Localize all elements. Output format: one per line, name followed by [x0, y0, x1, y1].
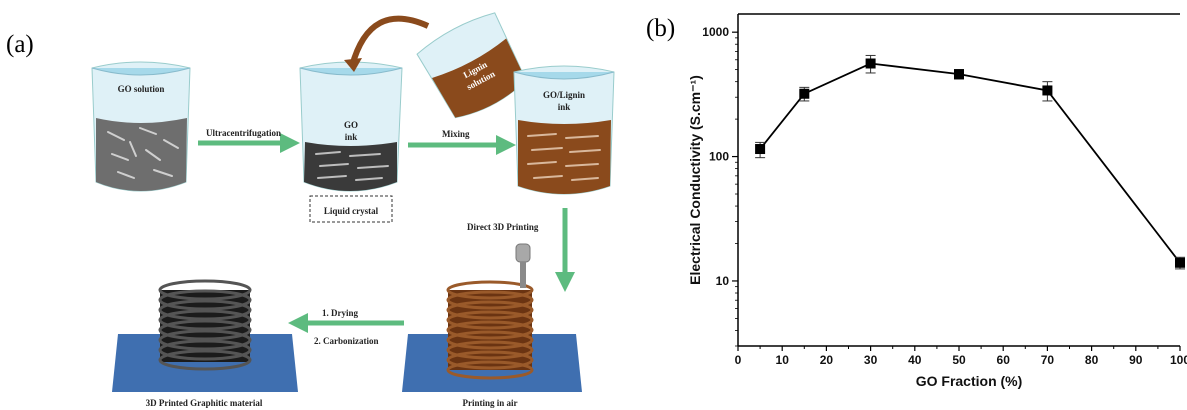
panel-b-letter: (b)	[646, 15, 675, 42]
label-go-lignin-2: ink	[558, 102, 571, 112]
label-direct-3d-printing: Direct 3D Printing	[467, 222, 539, 232]
panel-a: (a) GO solution Ultracentrifugation	[6, 12, 615, 408]
x-axis-title: GO Fraction (%)	[916, 373, 1023, 389]
go-lignin-flakes	[527, 133, 601, 181]
label-liquid-crystal: Liquid crystal	[324, 206, 379, 216]
data-point	[865, 58, 876, 69]
label-go-ink-1: GO	[344, 120, 358, 130]
y-axis-title: Electrical Conductivity (S.cm⁻¹)	[687, 75, 703, 285]
x-tick-label: 20	[820, 353, 834, 367]
y-tick-label: 100	[709, 150, 729, 164]
data-point	[799, 88, 810, 99]
x-tick-label: 70	[1041, 353, 1055, 367]
black-coil	[158, 279, 252, 371]
go-ink-aligned-flakes	[315, 151, 389, 181]
label-ultracentrifugation: Ultracentrifugation	[206, 128, 281, 138]
x-tick-label: 0	[735, 353, 742, 367]
panel-a-letter: (a)	[6, 31, 34, 58]
brown-coil	[446, 280, 534, 380]
x-tick-label: 90	[1129, 353, 1143, 367]
conductivity-chart: 0 10 20 30 40 50 60 70 80 90 100 10 100 1000 GO Fracti…	[687, 13, 1187, 389]
label-go-solution: GO solution	[118, 84, 165, 94]
label-go-ink-2: ink	[345, 132, 358, 142]
label-drying: 1. Drying	[322, 308, 359, 318]
x-tick-label: 50	[952, 353, 966, 367]
y-tick-label: 1000	[702, 25, 729, 39]
label-printing-in-air: Printing in air	[462, 398, 517, 408]
go-flakes	[107, 127, 179, 179]
label-printed-material: 3D Printed Graphitic material	[146, 398, 263, 408]
label-carbonization: 2. Carbonization	[314, 336, 379, 346]
arrow-direct-3d-printing: Direct 3D Printing	[467, 208, 575, 292]
nozzle	[515, 243, 531, 288]
beaker-go-lignin-ink: GO/Lignin ink	[513, 65, 615, 195]
x-tick-label: 40	[908, 353, 922, 367]
data-point	[954, 69, 964, 80]
arrow-ultracentrifugation: Ultracentrifugation	[198, 128, 300, 153]
pour-arrow-head	[344, 58, 362, 72]
arrow-mixing: Mixing	[408, 129, 516, 155]
graphitic-material-scene: 3D Printed Graphitic material	[112, 279, 298, 408]
data-point	[1175, 257, 1185, 268]
graphitic-base	[112, 334, 298, 392]
label-go-lignin-1: GO/Lignin	[543, 90, 585, 100]
y-tick-label: 10	[716, 274, 730, 288]
beaker-go-solution: GO solution	[91, 61, 191, 192]
x-tick-label: 30	[864, 353, 878, 367]
beaker-lignin: Lignin solution	[416, 12, 527, 119]
liquid-crystal-box	[309, 195, 393, 223]
printing-in-air-scene: Printing in air	[402, 243, 582, 408]
panel-b: (b) 0 10 20 30 40 50 60 70 80 90 100 10 100 1000 GO Fr…	[646, 13, 1187, 389]
x-tick-label: 10	[776, 353, 790, 367]
arrow-drying-carbonization: 1. Drying 2. Carbonization	[288, 308, 404, 346]
x-tick-label: 60	[997, 353, 1011, 367]
label-mixing: Mixing	[442, 129, 470, 139]
data-point	[1042, 85, 1053, 96]
x-tick-label: 80	[1085, 353, 1099, 367]
x-tick-label: 100	[1170, 353, 1187, 367]
beaker-go-ink: GO ink Liquid crystal	[299, 61, 403, 223]
pour-arrow	[349, 15, 430, 67]
data-point	[755, 144, 766, 155]
series-line	[759, 62, 1181, 264]
